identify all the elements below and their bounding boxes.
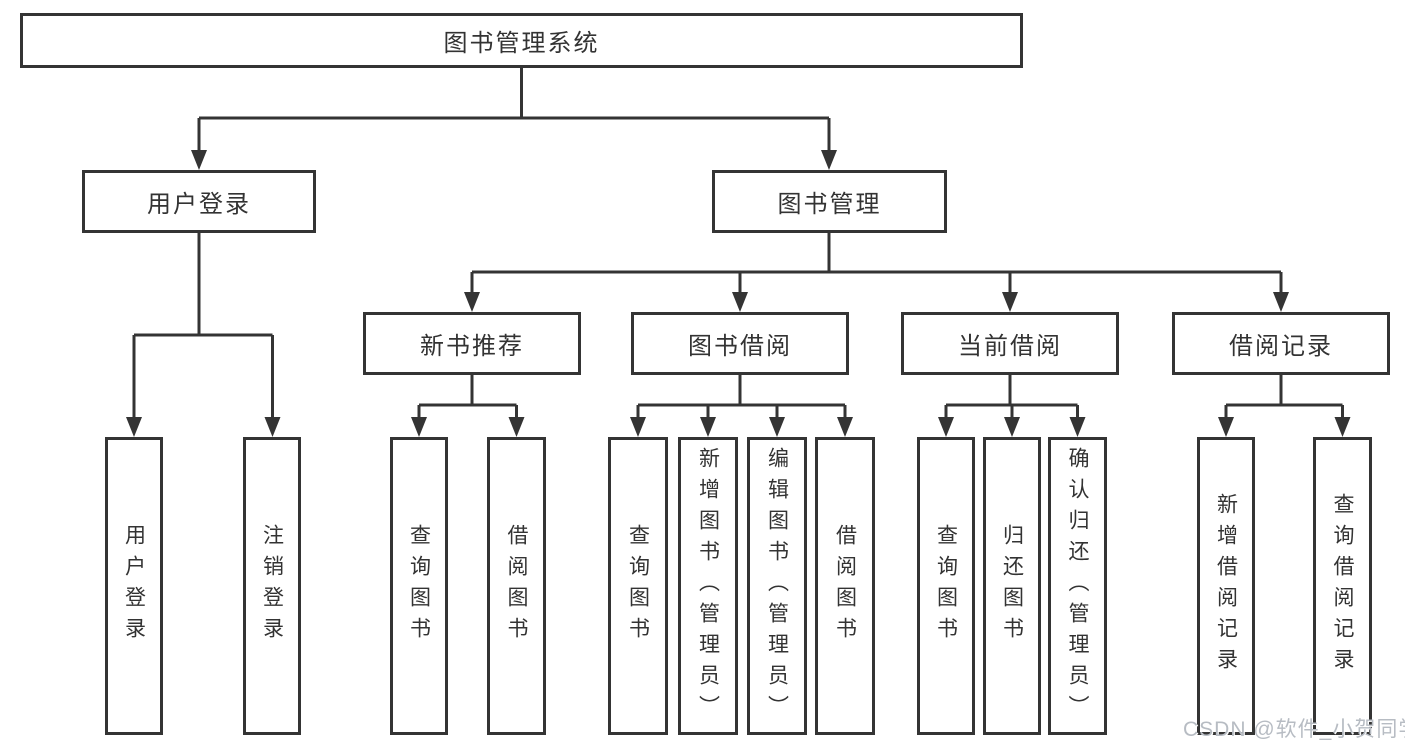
node-book-management-label: 图书管理 xyxy=(777,191,882,218)
leaf-add-book-admin: 新增图书（管理员） xyxy=(678,437,738,735)
node-user-login-label: 用户登录 xyxy=(147,191,251,218)
node-current-borrow-label: 当前借阅 xyxy=(958,333,1062,360)
node-current-borrow: 当前借阅 xyxy=(901,312,1119,375)
leaf-query-books-recommend: 查询图书 xyxy=(390,437,448,735)
node-new-book-recommend-label: 新书推荐 xyxy=(420,333,524,360)
leaf-confirm-return-admin: 确认归还（管理员） xyxy=(1048,437,1107,735)
node-new-book-recommend: 新书推荐 xyxy=(363,312,581,375)
node-book-borrow-label: 图书借阅 xyxy=(688,333,792,360)
leaf-edit-book-admin: 编辑图书（管理员） xyxy=(747,437,807,735)
leaf-user-login-label: 用户登录 xyxy=(122,524,146,648)
node-book-management: 图书管理 xyxy=(712,170,947,233)
leaf-add-borrow-record-label: 新增借阅记录 xyxy=(1214,493,1238,679)
leaf-query-books-current: 查询图书 xyxy=(917,437,975,735)
leaf-logout: 注销登录 xyxy=(243,437,301,735)
node-borrow-records-label: 借阅记录 xyxy=(1229,333,1333,360)
leaf-query-books-current-label: 查询图书 xyxy=(934,524,958,648)
leaf-query-borrow-record-label: 查询借阅记录 xyxy=(1331,493,1354,679)
node-user-login: 用户登录 xyxy=(82,170,316,233)
leaf-borrow-books: 借阅图书 xyxy=(815,437,875,735)
node-book-borrow: 图书借阅 xyxy=(631,312,849,375)
leaf-user-login: 用户登录 xyxy=(105,437,163,735)
leaf-borrow-books-recommend: 借阅图书 xyxy=(487,437,546,735)
node-root-label: 图书管理系统 xyxy=(443,30,600,57)
leaf-return-book: 归还图书 xyxy=(983,437,1041,735)
leaf-logout-label: 注销登录 xyxy=(260,524,284,648)
leaf-borrow-books-label: 借阅图书 xyxy=(833,524,857,648)
leaf-query-books-borrow: 查询图书 xyxy=(608,437,668,735)
leaf-confirm-return-admin-label: 确认归还（管理员） xyxy=(1066,446,1089,726)
leaf-edit-book-admin-label: 编辑图书（管理员） xyxy=(765,446,789,726)
leaf-query-books-recommend-label: 查询图书 xyxy=(407,524,431,648)
node-root: 图书管理系统 xyxy=(20,13,1023,68)
leaf-query-books-borrow-label: 查询图书 xyxy=(626,524,650,648)
csdn-watermark: CSDN @软件_小贺同学 xyxy=(1183,718,1405,741)
leaf-query-borrow-record: 查询借阅记录 xyxy=(1313,437,1372,735)
leaf-return-book-label: 归还图书 xyxy=(1000,524,1024,648)
node-borrow-records: 借阅记录 xyxy=(1172,312,1390,375)
leaf-add-book-admin-label: 新增图书（管理员） xyxy=(696,446,720,726)
leaf-add-borrow-record: 新增借阅记录 xyxy=(1197,437,1255,735)
leaf-borrow-books-recommend-label: 借阅图书 xyxy=(505,524,528,648)
